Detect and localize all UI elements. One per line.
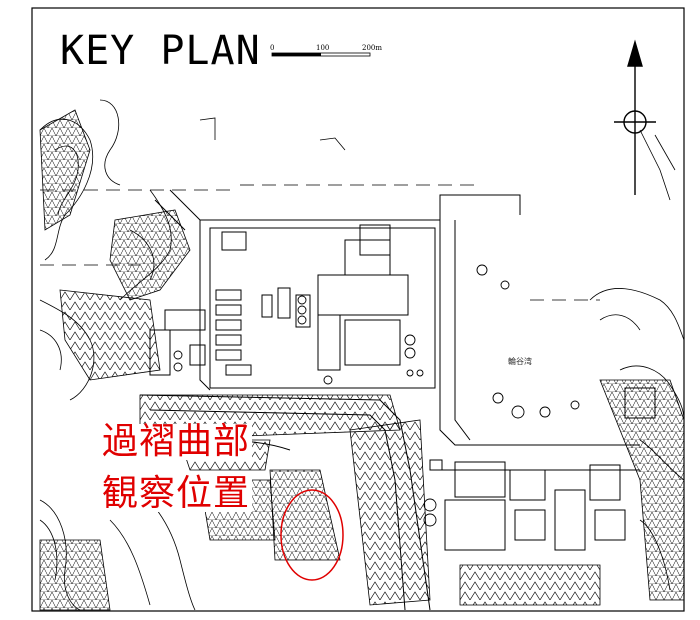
scale-label-200: 200m bbox=[362, 44, 382, 52]
map-frame bbox=[31, 7, 685, 612]
buildings bbox=[149, 224, 656, 551]
north-arrow-icon bbox=[614, 39, 656, 195]
map-title: KEY PLAN bbox=[60, 28, 261, 74]
roads bbox=[139, 189, 640, 611]
fold-observation-label-line1: 過褶曲部 bbox=[100, 421, 253, 462]
fold-observation-label-line2: 観察位置 bbox=[100, 473, 253, 514]
scale-bar bbox=[271, 52, 371, 57]
bay-label: 輪谷湾 bbox=[508, 357, 532, 366]
tanks bbox=[173, 264, 580, 527]
scale-label-100: 100 bbox=[316, 44, 330, 52]
scale-label-0: 0 bbox=[270, 44, 275, 52]
observation-marker bbox=[280, 489, 344, 581]
